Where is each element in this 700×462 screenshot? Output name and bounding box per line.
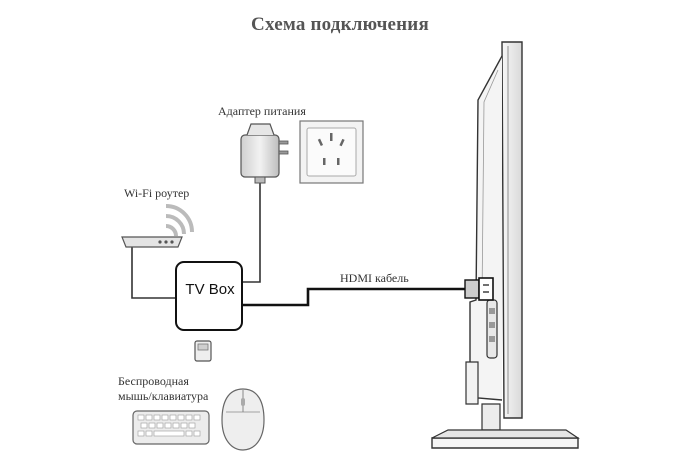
hdmi-cable (242, 287, 465, 307)
tv-side-view-icon (431, 41, 580, 449)
wireless-input-label-line1: Беспроводная (118, 374, 189, 388)
keyboard-icon (132, 410, 210, 445)
power-adapter-icon (240, 123, 289, 184)
diagram-title: Схема подключения (251, 14, 429, 35)
usb-dongle-icon (194, 340, 212, 362)
router-icon (121, 204, 194, 248)
wall-socket-icon (299, 120, 364, 184)
power-cable (242, 182, 261, 283)
wifi-router-label: Wi-Fi роутер (124, 186, 190, 200)
mouse-icon (221, 388, 265, 451)
wireless-input-label-line2: мышь/клавиатура (118, 389, 209, 403)
router-cable (131, 246, 176, 299)
hdmi-cable-label: HDMI кабель (340, 271, 409, 285)
tv-box-label: TV Box (185, 281, 235, 298)
power-adapter-label: Адаптер питания (218, 104, 306, 118)
tv-box-icon (175, 261, 243, 331)
